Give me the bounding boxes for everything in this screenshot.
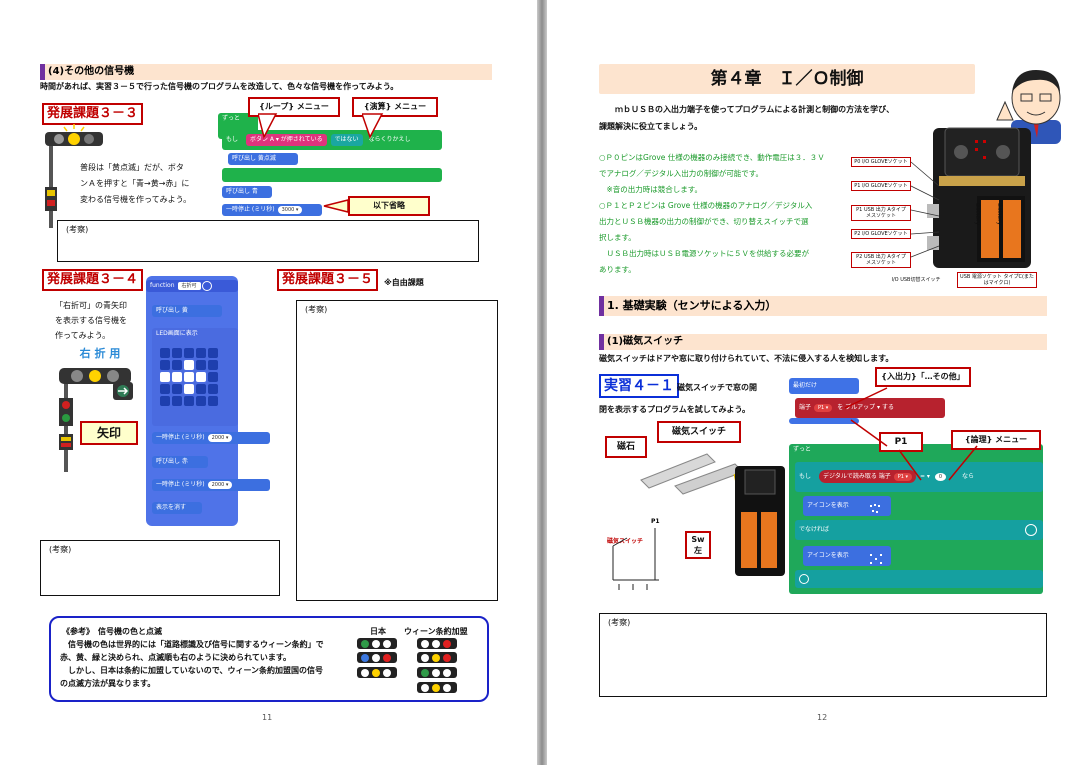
- label-p2-usb: P2 USB 出力 Aタイプ メスソケット: [851, 252, 911, 268]
- else-block: でなければ: [795, 520, 1043, 540]
- page-number-right: 12: [817, 713, 828, 722]
- schematic-p1: P1: [651, 518, 660, 525]
- label-p0: P0 I/O GLOVEソケット: [851, 157, 911, 167]
- reference-body: 信号機の色は世界的には「道路標識及び信号に関するウィーン条約」で 赤、黄、緑と決…: [60, 640, 324, 688]
- call-yellow-block: 呼び出し 黄: [152, 305, 222, 317]
- schematic-diagram: [612, 528, 659, 590]
- label-switch: I/O USB切替スイッチ: [881, 276, 951, 284]
- show-icon-block-2: アイコンを表示: [803, 546, 891, 566]
- led-grid-arrow: [160, 348, 218, 406]
- if-block: もし ボタン A ▾ が押されている ではない ならくりかえし: [222, 130, 442, 150]
- pause-block-1: 一時停止 (ミリ秒)2000 ▾: [152, 432, 270, 444]
- arrow-callout: 矢印: [80, 421, 138, 445]
- mbusb-board-icon: [927, 127, 1031, 268]
- callout-logic-menu: {論理} メニュー: [951, 430, 1041, 450]
- call-red-block: 呼び出し 赤: [152, 456, 208, 468]
- japan-light-red: [357, 667, 397, 678]
- traffic-light-3-3-icon: [45, 124, 103, 228]
- pause-block: 一時停止 (ミリ秒)3000 ▾: [222, 204, 322, 216]
- label-p2-io: P2 I/O GLOVEソケット: [851, 229, 911, 239]
- callout-loop-menu: {ループ} メニュー: [248, 97, 340, 117]
- japan-light-yellow: [357, 652, 397, 663]
- task-3-3-tag: 発展課題３－３: [42, 103, 144, 125]
- label-p1-usb: P1 USB 出力 Aタイプ メスソケット: [851, 205, 911, 221]
- section-title: (4)その他の信号機: [40, 64, 492, 80]
- column-vienna: ウィーン条約加盟: [404, 627, 468, 636]
- vienna-light-3: [417, 667, 457, 678]
- page-12: 第４章 Ｉ／Ｏ制御 ｍｂＵＳＢの入出力端子を使ってプログラムによる計測と制御の方…: [547, 0, 1091, 765]
- magnetic-switch-photo-icon: [640, 453, 785, 576]
- label-p1-io: P1 I/O GLOVEソケット: [851, 181, 911, 191]
- show-icon-block-1: アイコンを表示: [803, 496, 891, 516]
- basic-experiment-title: 1. 基礎実験（センサによる入力）: [599, 296, 1047, 316]
- label-magnetic-switch: 磁気スイッチ: [657, 421, 741, 443]
- battery-label-1: Battery: [974, 203, 981, 226]
- magnetic-switch-desc: 磁気スイッチはドアや窓に取り付けられていて、不法に侵入する人を検知します。: [599, 354, 894, 363]
- observation-box-3-3: (考察): [57, 220, 479, 262]
- observation-box-4-1: (考察): [599, 613, 1047, 697]
- reference-title: 《参考》 信号機の色と点滅: [62, 627, 162, 636]
- call-yellow-blink-block: 呼び出し 黄点滅: [228, 153, 298, 165]
- task-3-5-tag: 発展課題３－５: [277, 269, 379, 291]
- callout-p1: P1: [879, 432, 923, 452]
- icon-pattern-open: [869, 500, 883, 519]
- pause-block-2: 一時停止 (ミリ秒)2000 ▾: [152, 479, 270, 491]
- page-number: 11: [262, 713, 273, 722]
- exercise-4-1-tag: 実習４－１: [599, 374, 679, 398]
- task-3-4-tag: 発展課題３－４: [42, 269, 144, 291]
- chapter-title: 第４章 Ｉ／Ｏ制御: [599, 64, 975, 94]
- schematic-label: 磁気スイッチ: [607, 538, 644, 545]
- label-sw-left: Sw 左: [685, 531, 711, 559]
- call-blue-block: 呼び出し 青: [222, 186, 272, 198]
- vienna-light-4: [417, 682, 457, 693]
- vienna-light-1: [417, 638, 457, 649]
- battery-label-2: Battery: [996, 203, 1003, 226]
- free-task-note: ※自由課題: [384, 278, 424, 287]
- callout-omitted: 以下省略: [348, 196, 430, 216]
- callout-io-other: {入出力}「…その他」: [875, 367, 971, 387]
- traffic-light-3-4-icon: [59, 368, 133, 472]
- chapter-intro: ｍｂＵＳＢの入出力端子を使ってプログラムによる計測と制御の方法を学び、 課題解決…: [599, 105, 895, 131]
- magnetic-switch-title: (1)磁気スイッチ: [599, 334, 1047, 350]
- clear-screen-block: 表示を消す: [152, 502, 202, 514]
- column-japan: 日本: [370, 627, 386, 636]
- if-block-end: [222, 168, 442, 182]
- task-3-3-desc: 普段は「黄点滅」だが、ボタ ンＡを押すと「青→黄→赤」に 変わる信号機を作ってみ…: [80, 163, 192, 204]
- observation-box-3-4: (考察): [40, 540, 280, 596]
- task-3-4-desc: 「右折可」の青矢印 を表示する信号機を 作ってみよう。: [55, 301, 127, 340]
- section-intro: 時間があれば、実習３－５で行った信号機のプログラムを改造して、色々な信号機を作っ…: [40, 82, 399, 91]
- button-pressed-block: ボタン A ▾ が押されている: [245, 134, 327, 146]
- observation-box-3-5: (考察): [296, 300, 498, 601]
- exercise-4-1-desc-2: 閉を表示するプログラムを試してみよう。: [599, 405, 751, 414]
- vienna-light-2: [417, 652, 457, 663]
- reference-box: [49, 616, 489, 702]
- japan-light-green: [357, 638, 397, 649]
- page-11: (4)その他の信号機 時間があれば、実習３－５で行った信号機のプログラムを改造し…: [0, 0, 537, 765]
- icon-pattern-x: [869, 550, 883, 569]
- right-turn-sign: 右 折 用: [70, 347, 130, 361]
- not-block: ではない: [330, 134, 363, 146]
- callout-calc-menu: {演算} メニュー: [352, 97, 438, 117]
- book-gutter: [537, 0, 547, 765]
- on-start-block: 最初だけ: [789, 378, 859, 394]
- exercise-4-1-desc-1: 磁気スイッチで窓の開: [677, 383, 757, 392]
- label-magnet: 磁石: [605, 436, 647, 458]
- label-usb-socket: USB 電源ソケット タイプC(またはマイクロ): [957, 272, 1037, 288]
